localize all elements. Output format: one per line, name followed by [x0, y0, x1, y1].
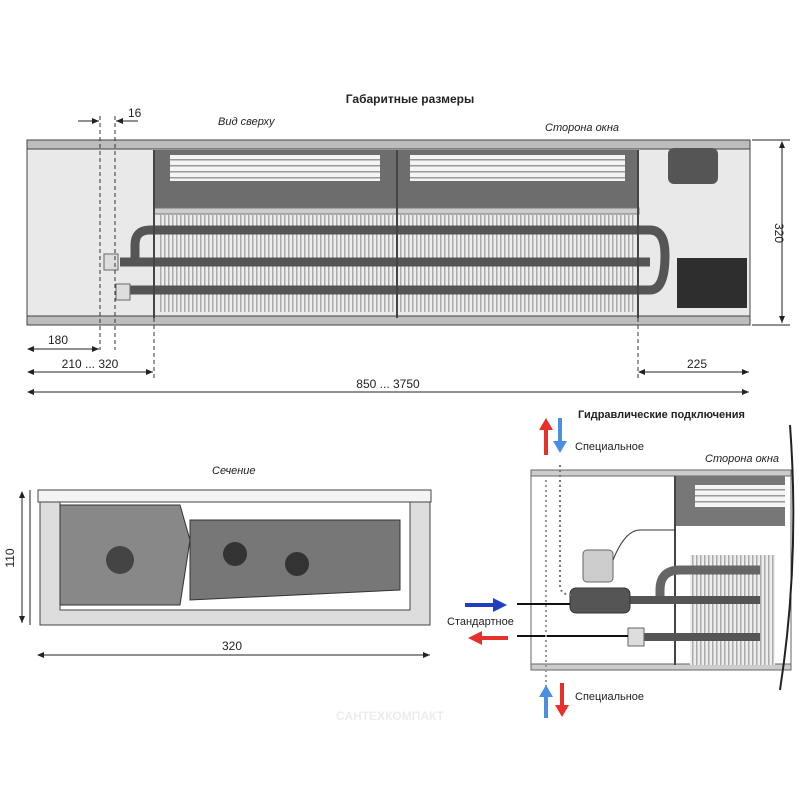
dim-16: 16: [128, 106, 142, 120]
dim-180: 180: [48, 333, 68, 347]
top-view-label: Вид сверху: [218, 116, 276, 128]
section-height: 110: [3, 548, 17, 567]
top-view: Вид сверху Сторона окна 16 180 210 ... 3…: [26, 106, 790, 395]
dim-length: 850 ... 3750: [356, 377, 420, 391]
thermal-actuator: [582, 549, 614, 583]
dim-225: 225: [687, 357, 707, 371]
dim-width: 320: [772, 223, 786, 243]
grille: [37, 489, 432, 503]
flow-arrow-red-down: [555, 683, 569, 717]
tangential-fan: [410, 155, 625, 181]
standard-label: Стандартное: [447, 616, 514, 628]
section-view: Сечение 110 320: [3, 465, 432, 658]
fan-motor: [668, 148, 718, 184]
diagram-title: Габаритные размеры: [346, 92, 474, 106]
special-top-label: Специальное: [575, 441, 644, 453]
special-bottom-label: Специальное: [575, 691, 644, 703]
window-side-label: Сторона окна: [545, 122, 619, 134]
tangential-fan: [170, 155, 380, 181]
flow-arrow-red-up: [539, 418, 553, 455]
flow-arrow-blue-down: [553, 418, 567, 453]
valve: [569, 587, 631, 614]
fan-axle: [106, 546, 134, 574]
section-width: 320: [222, 639, 242, 653]
valve-fitting: [115, 283, 131, 301]
valve-fitting: [103, 253, 119, 271]
pipe: [223, 542, 247, 566]
watermark: САНТЕХКОМПАКТ: [336, 709, 445, 723]
dim-210-320: 210 ... 320: [62, 357, 119, 371]
control-box: [677, 258, 747, 308]
pipe: [285, 552, 309, 576]
section-label: Сечение: [212, 465, 256, 477]
flow-arrow-blue-in: [465, 598, 507, 612]
flow-arrow-blue-up: [539, 685, 553, 718]
hydraulic-title: Гидравлические подключения: [578, 409, 745, 421]
hydraulic-window-side: Сторона окна: [705, 453, 779, 465]
hydraulic-connections: Гидравлические подключения Специальное С…: [447, 409, 795, 718]
flow-arrow-red-out: [468, 631, 508, 645]
valve-fitting: [627, 627, 645, 647]
